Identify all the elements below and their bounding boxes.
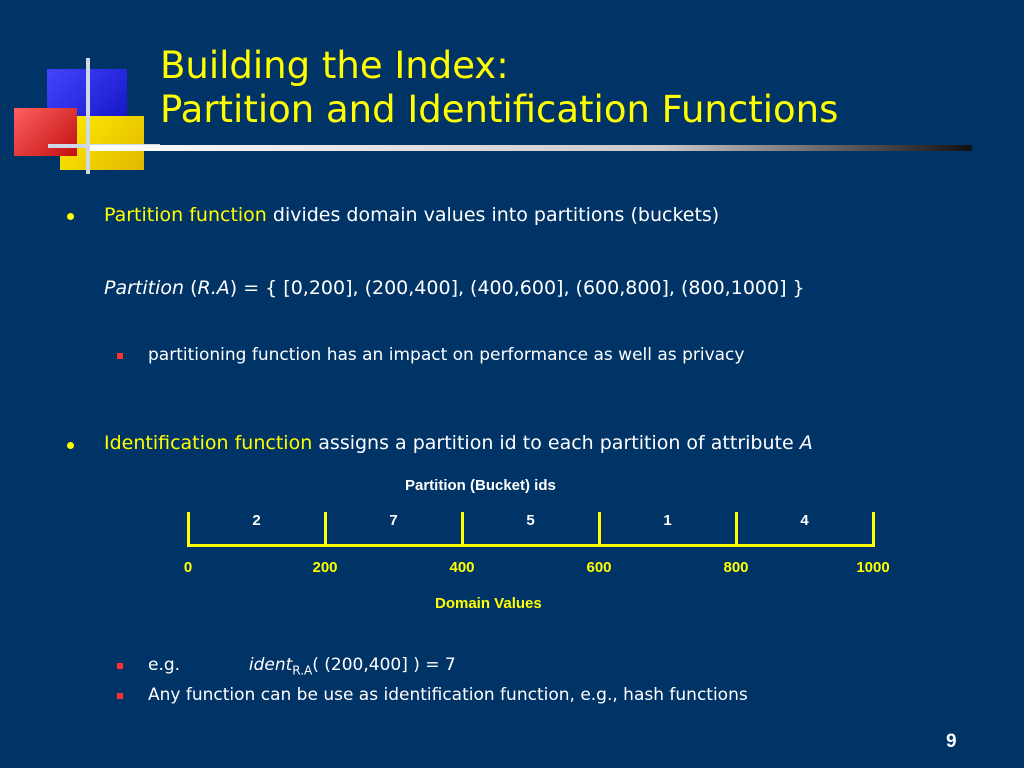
title-line-2: Partition and Identification Functions [160, 88, 839, 131]
domain-value-200: 200 [312, 559, 338, 576]
domain-value-400: 400 [449, 559, 475, 576]
title-underline [90, 145, 972, 151]
sub-bullet-2 [117, 663, 123, 669]
bucket-id-1: 1 [663, 512, 672, 529]
logo-vertical-line [86, 58, 90, 174]
example-prefix: e.g. [148, 655, 181, 675]
title-line-1: Building the Index: [160, 44, 509, 87]
domain-value-1000: 1000 [856, 559, 890, 576]
domain-value-600: 600 [586, 559, 612, 576]
bullet-dot-2 [67, 442, 74, 449]
bullet-partition-function: Partition function divides domain values… [104, 204, 719, 226]
partition-ranges: ) = { [0,200], (200,400], (400,600], (60… [229, 277, 805, 299]
sub-bullet-3 [117, 693, 123, 699]
domain-values-label: Domain Values [435, 595, 542, 612]
axis-tick-400 [460, 512, 464, 547]
bucket-id-5: 5 [526, 512, 535, 529]
partition-arg: R.A [197, 277, 230, 299]
domain-value-800: 800 [723, 559, 749, 576]
bucket-id-7: 7 [389, 512, 398, 529]
attribute-name: A [799, 432, 813, 454]
sub-bullet-1 [117, 353, 123, 359]
axis-tick-600 [597, 512, 601, 547]
bullet-dot-1 [67, 213, 74, 220]
ident-expression: ( (200,400] ) = 7 [312, 655, 456, 675]
identification-function-term: Identification function [104, 432, 313, 454]
ident-fn-name: ident [248, 655, 293, 675]
ident-example: e.g. identR.A( (200,400] ) = 7 [148, 655, 456, 677]
partition-definition: Partition (R.A) = { [0,200], (200,400], … [104, 277, 805, 299]
bullet-identification-function: Identification function assigns a partit… [104, 432, 813, 454]
ident-subscript: R.A [292, 663, 313, 678]
hash-function-note: Any function can be use as identificatio… [148, 685, 748, 705]
partition-open-paren: ( [184, 277, 198, 299]
bucket-id-4: 4 [800, 512, 809, 529]
page-number: 9 [946, 731, 957, 752]
bucket-id-2: 2 [252, 512, 261, 529]
partition-impact-note: partitioning function has an impact on p… [148, 345, 745, 365]
axis-baseline [187, 544, 875, 547]
partition-function-desc: divides domain values into partitions (b… [266, 204, 720, 226]
identification-function-desc: assigns a partition id to each partition… [312, 432, 800, 454]
red-square [14, 108, 77, 156]
slide-title: Building the Index: Partition and Identi… [160, 44, 1010, 132]
slide-logo [0, 0, 160, 180]
partition-function-term: Partition function [104, 204, 267, 226]
axis-tick-1000 [871, 512, 875, 547]
partition-fn-name: Partition [104, 277, 185, 299]
domain-value-0: 0 [183, 559, 193, 576]
axis-tick-0 [186, 512, 190, 547]
axis-tick-800 [734, 512, 738, 547]
bucket-ids-label: Partition (Bucket) ids [405, 477, 556, 494]
axis-tick-200 [323, 512, 327, 547]
